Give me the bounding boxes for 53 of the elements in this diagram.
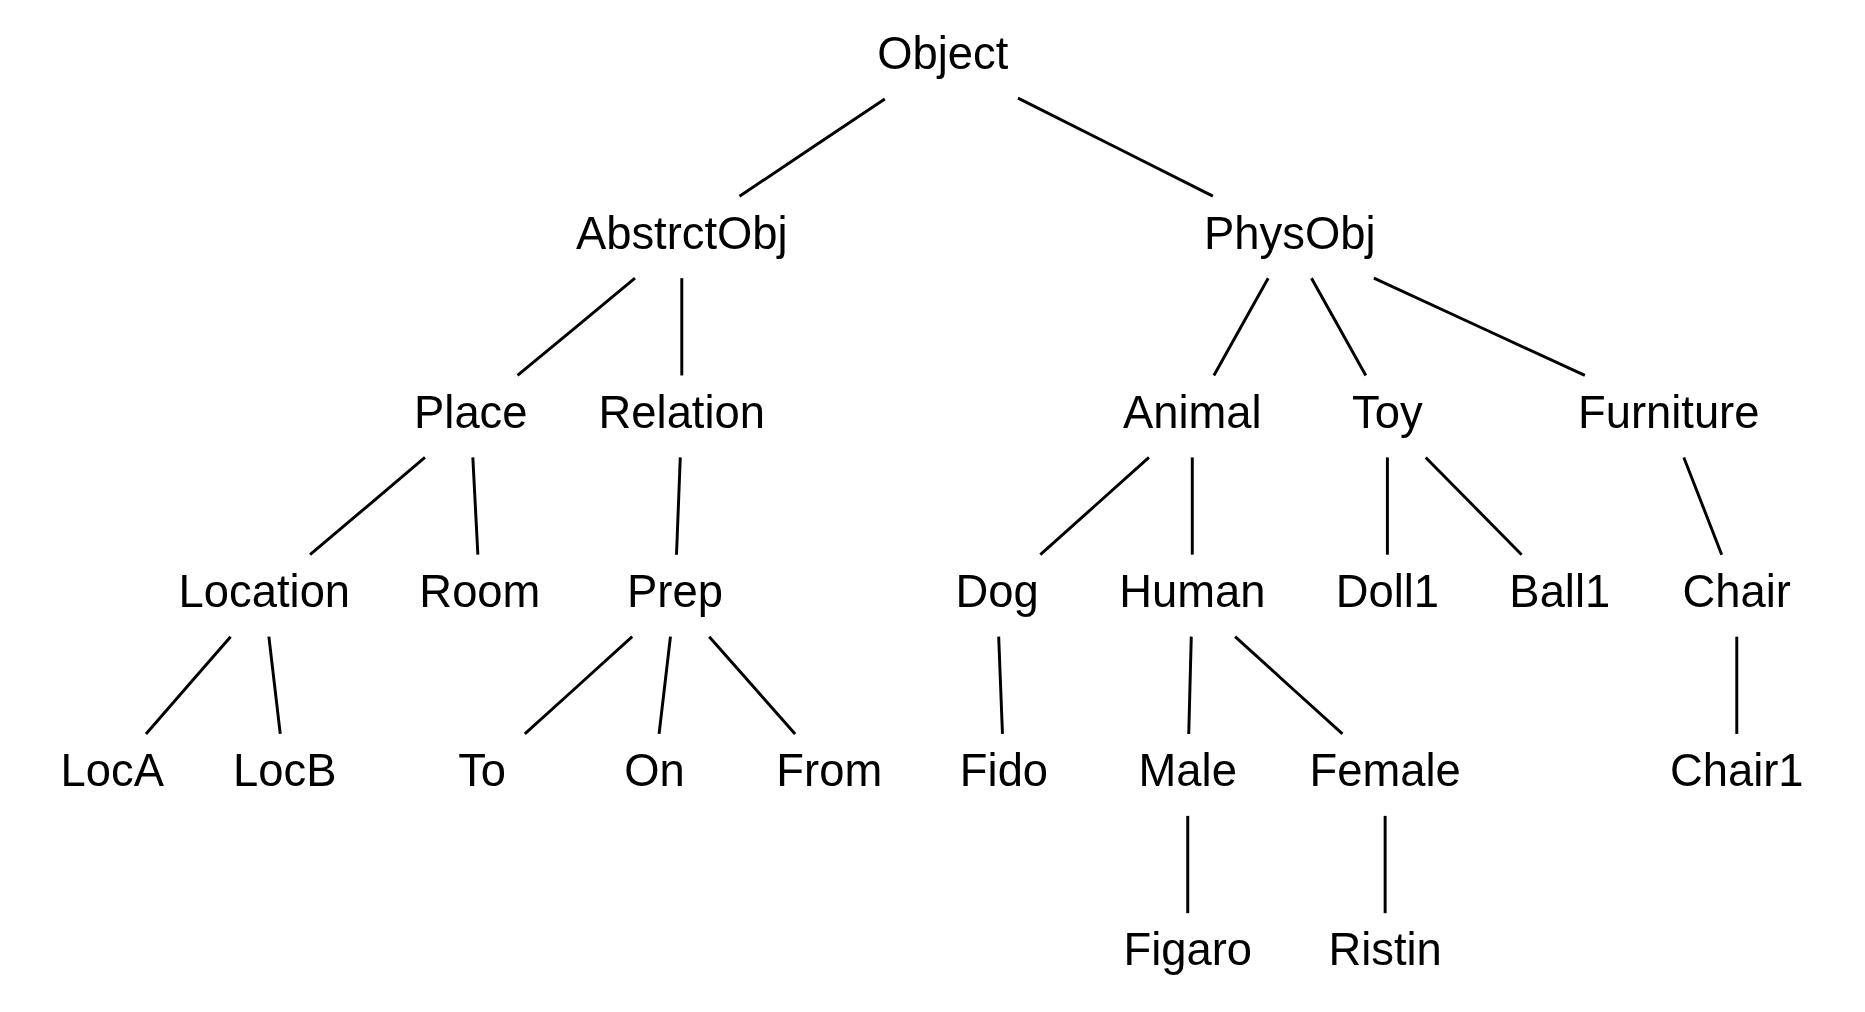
connector xyxy=(1373,276,1586,377)
node-text: Relation xyxy=(598,386,766,438)
node-text: Male xyxy=(1138,745,1237,797)
connector xyxy=(471,457,480,555)
connector xyxy=(708,635,797,735)
node-text: Animal xyxy=(1122,386,1262,438)
connector xyxy=(738,97,886,198)
connector xyxy=(680,278,684,376)
connector xyxy=(657,636,672,735)
connector xyxy=(267,636,282,735)
node-text: Toy xyxy=(1352,386,1423,438)
node-text: Location xyxy=(178,565,351,617)
node-text: Furniture xyxy=(1577,386,1760,438)
connector xyxy=(1017,96,1214,198)
node-text: AbstrctObj xyxy=(575,207,788,259)
node-text: Human xyxy=(1119,565,1266,617)
connector xyxy=(1682,456,1724,556)
connector xyxy=(1424,456,1523,556)
node-text: PhysObj xyxy=(1204,207,1376,259)
connector xyxy=(1039,456,1150,556)
connector xyxy=(1187,636,1193,734)
connector xyxy=(1190,457,1194,555)
connector xyxy=(997,636,1004,734)
node-text: Figaro xyxy=(1123,924,1253,976)
node-text: Ball1 xyxy=(1509,565,1611,617)
node-text: Place xyxy=(414,386,528,438)
connector xyxy=(675,457,682,555)
node-text: Object xyxy=(877,28,1009,80)
node-text: Chair xyxy=(1682,565,1791,617)
node-text: Room xyxy=(419,565,541,617)
node-text: Fido xyxy=(959,745,1049,797)
connector xyxy=(1234,635,1344,735)
node-text: To xyxy=(458,745,507,797)
node-text: LocB xyxy=(233,745,337,797)
node-text: Female xyxy=(1309,745,1461,797)
node-text: Prep xyxy=(627,565,723,617)
connector xyxy=(309,456,426,556)
connector xyxy=(516,277,636,377)
connector xyxy=(1383,815,1387,914)
connector xyxy=(144,635,232,735)
node-text: Doll1 xyxy=(1335,565,1440,617)
connector xyxy=(523,635,634,735)
connector xyxy=(1385,457,1389,555)
node-text: Chair1 xyxy=(1669,745,1804,797)
connector xyxy=(1310,277,1368,377)
connector xyxy=(1212,277,1270,377)
node-text: Dog xyxy=(955,565,1039,617)
connector xyxy=(1186,815,1190,914)
node-text: On xyxy=(624,745,685,797)
node-text: From xyxy=(776,745,883,797)
node-text: LocA xyxy=(60,745,165,797)
connector xyxy=(1735,636,1739,734)
node-text: Ristin xyxy=(1328,924,1442,976)
